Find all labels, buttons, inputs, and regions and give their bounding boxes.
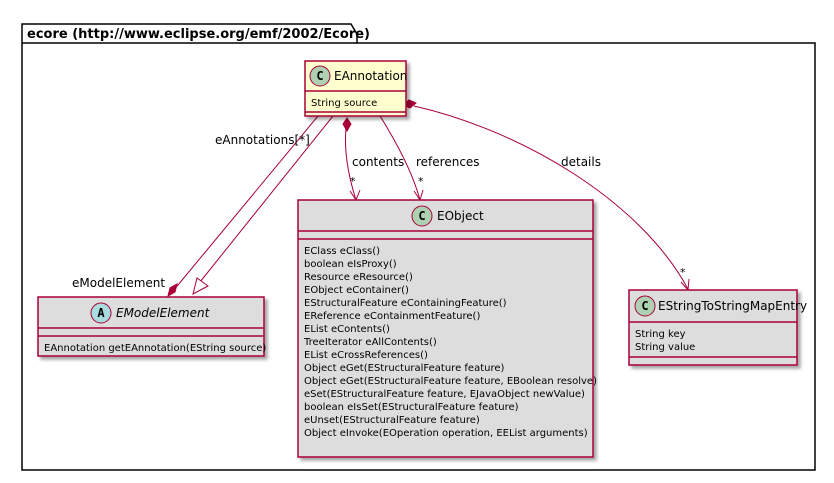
eobject-members: EClass eClass() boolean eIsProxy() Resou…	[303, 246, 597, 439]
class-badge: C	[411, 205, 433, 227]
class-member: Resource eResource()	[304, 272, 413, 283]
svg-text:C: C	[316, 69, 323, 83]
class-member: boolean eIsProxy()	[304, 259, 397, 270]
class-member: EObject eContainer()	[304, 285, 409, 296]
class-member: EList eCrossReferences()	[304, 350, 428, 361]
class-member: eUnset(EStructuralFeature feature)	[304, 415, 480, 426]
references-line	[379, 115, 421, 201]
generalization-triangle	[192, 277, 209, 295]
details-multiplicity: *	[680, 266, 686, 279]
class-emodelelement[interactable]	[37, 296, 265, 357]
composition-diamond-emodelelement	[167, 282, 178, 298]
eannotations-role-label: eAnnotations[*]	[215, 133, 310, 147]
class-name-eobject: EObject	[437, 209, 484, 223]
class-member: TreeIterator eAllContents()	[303, 337, 437, 348]
class-name-eannotation: EAnnotation	[334, 69, 407, 83]
class-member: String key	[635, 329, 686, 340]
relations	[172, 105, 689, 292]
generalization-line	[199, 115, 334, 283]
class-member: EReference eContainmentFeature()	[304, 311, 480, 322]
class-name-emodelelement: EModelElement	[116, 306, 211, 320]
class-member: eSet(EStructuralFeature feature, EJavaOb…	[304, 389, 585, 400]
class-name-estringtostringmapentry: EStringToStringMapEntry	[658, 299, 807, 313]
class-member: EClass eClass()	[304, 246, 380, 257]
class-estringtostringmapentry[interactable]	[628, 289, 798, 366]
class-badge: C	[634, 295, 656, 317]
svg-text:C: C	[641, 299, 648, 313]
contents-multiplicity: *	[350, 175, 356, 188]
class-member: Object eInvoke(EOperation operation, EEL…	[304, 428, 588, 439]
class-member: String source	[311, 98, 377, 109]
contents-line	[345, 127, 357, 201]
composition-diamond-contents	[342, 117, 352, 133]
class-member: EAnnotation getEAnnotation(EString sourc…	[44, 343, 266, 354]
class-member: Object eGet(EStructuralFeature feature)	[304, 363, 505, 374]
class-eobject[interactable]	[297, 199, 594, 458]
abstract-badge: A	[90, 302, 112, 324]
class-member: EList eContents()	[304, 324, 390, 335]
contents-label: contents	[352, 155, 404, 169]
class-badge: C	[309, 65, 331, 87]
class-member: boolean eIsSet(EStructuralFeature featur…	[304, 402, 519, 413]
class-member: EStructuralFeature eContainingFeature()	[304, 298, 507, 309]
package-title: ecore (http://www.eclipse.org/emf/2002/E…	[27, 27, 370, 42]
references-label: references	[416, 155, 480, 169]
relation-markers	[167, 99, 690, 298]
eannotations-association-line	[172, 115, 319, 292]
svg-text:C: C	[418, 209, 425, 223]
details-label: details	[561, 155, 601, 169]
details-line	[413, 105, 689, 290]
class-member: String value	[635, 342, 695, 353]
references-multiplicity: *	[418, 175, 424, 188]
class-member: Object eGet(EStructuralFeature feature, …	[304, 376, 597, 387]
emodelelement-role-label: eModelElement	[72, 276, 165, 290]
svg-text:A: A	[97, 306, 105, 320]
